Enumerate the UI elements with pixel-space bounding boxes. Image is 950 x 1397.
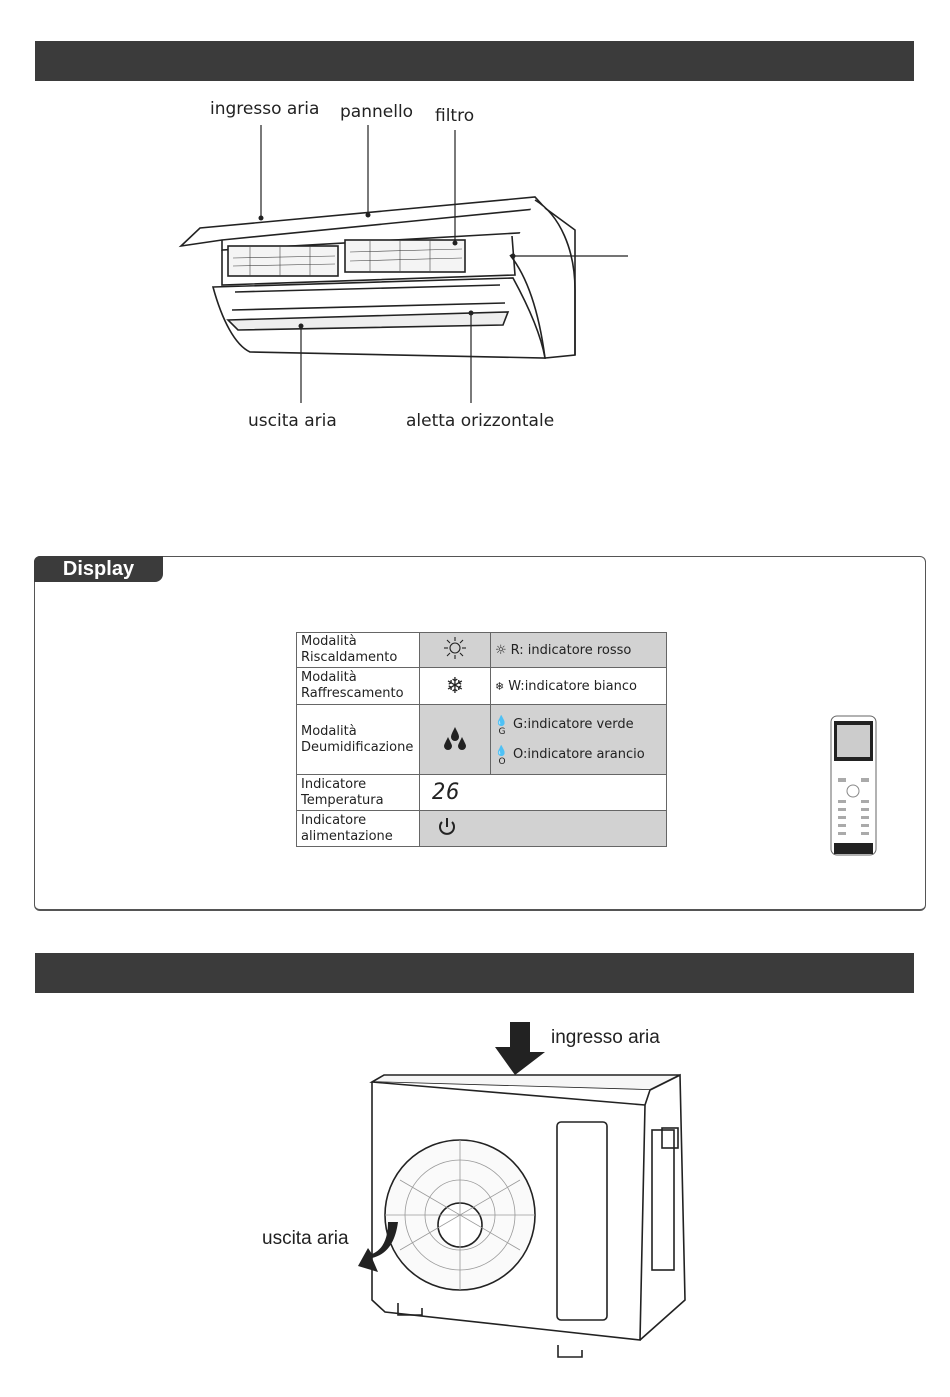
label-air-outlet-indoor: uscita aria: [248, 411, 337, 431]
display-section: [34, 556, 926, 911]
air-outlet-arrow: [358, 1222, 398, 1272]
sun-icon: [444, 637, 466, 659]
sun-small-icon: ☼: [495, 642, 507, 658]
label-louver: aletta orizzontale: [406, 411, 555, 431]
power-icon: [439, 817, 455, 835]
drops-small-icon: 💧: [495, 715, 508, 727]
snowflake-small-icon: ❄: [495, 679, 505, 693]
label-panel: pannello: [340, 102, 414, 122]
section-header-bar-bottom: [35, 953, 914, 993]
drops-icon: [444, 726, 466, 750]
indoor-unit-illustration: [178, 125, 628, 403]
display-tab: Display: [34, 556, 163, 582]
label-air-inlet-indoor: ingresso aria: [210, 99, 320, 119]
label-air-inlet-outdoor: ingresso aria: [551, 1027, 660, 1048]
air-inlet-arrow: [495, 1022, 545, 1075]
temperature-readout: 26: [432, 780, 461, 805]
section-header-bar-top: [35, 41, 914, 81]
drops-small-icon: 💧: [495, 745, 508, 757]
snowflake-icon: ❄: [445, 673, 465, 699]
label-filter: filtro: [435, 106, 475, 126]
label-air-outlet-outdoor: uscita aria: [262, 1228, 349, 1249]
